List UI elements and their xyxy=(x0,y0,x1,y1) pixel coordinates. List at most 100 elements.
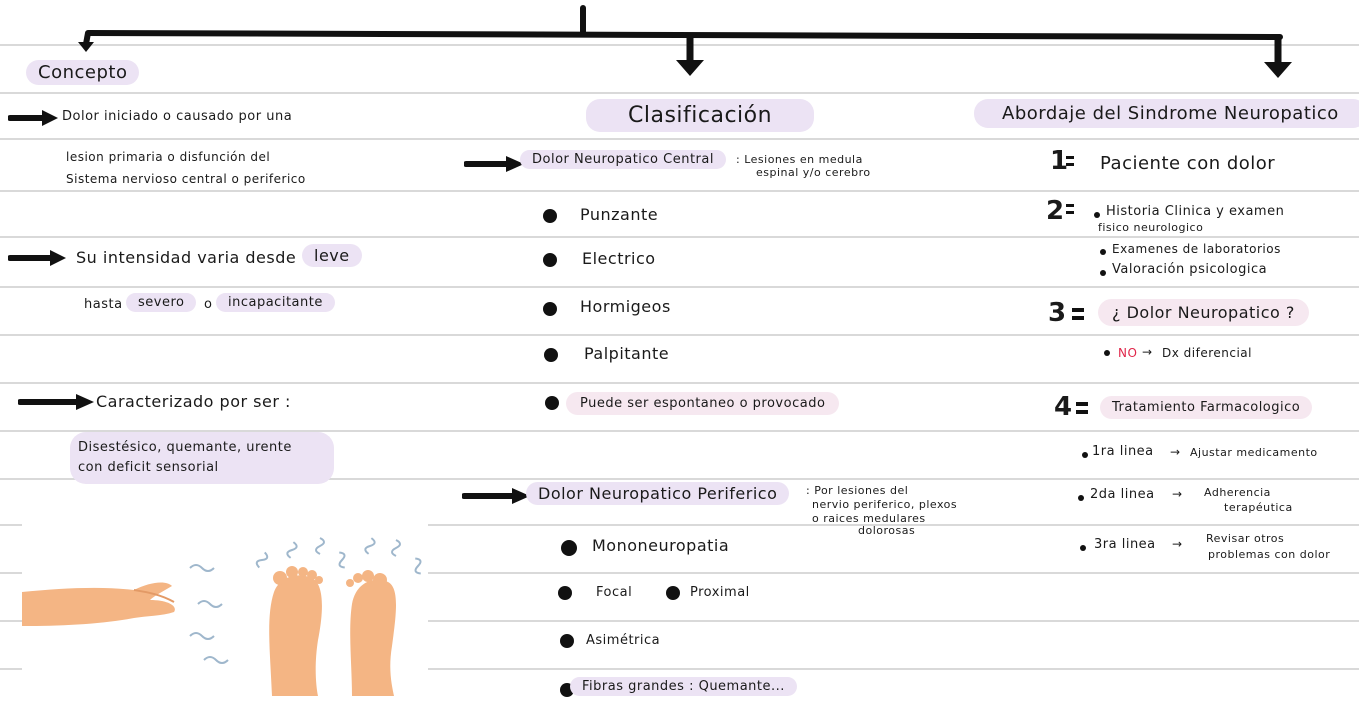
bullet-dot xyxy=(544,348,558,362)
neuropathic-feet-hand-illustration xyxy=(22,520,428,696)
step-number: 2 xyxy=(1046,196,1065,226)
step2-c: Valoración psicologica xyxy=(1112,262,1268,277)
arrow-icon xyxy=(464,156,524,172)
periferico-item: Fibras grandes : Quemante... xyxy=(570,677,797,696)
bullet-dot xyxy=(560,634,574,648)
arrow-right-icon: → xyxy=(1142,345,1153,359)
bullet-dot xyxy=(561,540,577,556)
periferico-desc-1: : Por lesiones del xyxy=(806,484,909,497)
periferico-desc-4: dolorosas xyxy=(858,524,916,537)
ruled-line xyxy=(0,334,1359,336)
linea-1: 1ra linea xyxy=(1092,444,1154,459)
arrow-right-icon: → xyxy=(1172,487,1183,501)
step-dash-icon xyxy=(1076,402,1088,406)
bullet-dot xyxy=(543,253,557,267)
step-dash-icon xyxy=(1066,204,1074,207)
ruled-line xyxy=(0,668,1359,670)
step-number: 3 xyxy=(1048,298,1067,328)
connector-tree xyxy=(78,5,1292,78)
step2-b: Examenes de laboratorios xyxy=(1112,242,1281,256)
concepto-item2-leve: leve xyxy=(302,244,362,267)
linea-3: 3ra linea xyxy=(1094,537,1156,552)
arrow-icon xyxy=(462,488,530,504)
central-item: Electrico xyxy=(582,249,656,268)
ruled-line xyxy=(0,92,1359,94)
central-item: Hormigeos xyxy=(580,297,671,316)
linea-2: 2da linea xyxy=(1090,487,1155,502)
arrow-icon xyxy=(18,394,94,410)
ruled-line xyxy=(0,524,1359,526)
bullet-dot xyxy=(1100,249,1106,255)
step-dash-icon xyxy=(1066,156,1074,159)
bullet-dot xyxy=(1100,270,1106,276)
bullet-dot xyxy=(1082,452,1088,458)
periferico-label: Dolor Neuropatico Periferico xyxy=(526,482,790,505)
central-label: Dolor Neuropatico Central xyxy=(520,150,726,169)
concepto-item3-highlight xyxy=(70,432,334,484)
bullet-dot xyxy=(1078,495,1084,501)
clasificacion-title: Clasificación xyxy=(586,99,815,132)
central-item: Punzante xyxy=(580,205,659,224)
step2-a1: Historia Clinica y examen xyxy=(1106,204,1285,219)
ruled-line xyxy=(0,44,1359,46)
ruled-line xyxy=(0,286,1359,288)
step-dash-icon xyxy=(1066,163,1074,166)
concepto-item3-line1: Caracterizado por ser : xyxy=(96,392,291,411)
linea-3-desc-1: Revisar otros xyxy=(1206,532,1285,545)
concepto-item3-line2: Disestésico, quemante, urente xyxy=(78,440,292,455)
periferico-item: Focal xyxy=(596,585,633,600)
concepto-item2-incapacitante: incapacitante xyxy=(216,293,335,312)
central-desc-1: : Lesiones en medula xyxy=(736,153,863,166)
bullet-dot xyxy=(545,396,559,410)
ruled-line xyxy=(0,620,1359,622)
ruled-line xyxy=(0,138,1359,140)
concepto-item3-line3: con deficit sensorial xyxy=(78,460,219,475)
concepto-item2-line1: Su intensidad varia desde xyxy=(76,248,297,267)
periferico-item: Proximal xyxy=(690,585,750,600)
step3-text: ¿ Dolor Neuropatico ? xyxy=(1098,299,1309,326)
step-number: 1 xyxy=(1050,146,1069,176)
central-item: Puede ser espontaneo o provocado xyxy=(566,392,840,415)
bullet-dot xyxy=(558,586,572,600)
ruled-line xyxy=(0,382,1359,384)
ruled-line xyxy=(0,236,1359,238)
bullet-dot xyxy=(1104,350,1110,356)
step2-a2: fisico neurologico xyxy=(1098,221,1204,234)
concepto-item1-line2: lesion primaria o disfunción del xyxy=(66,150,271,164)
step3-no: NO xyxy=(1118,346,1138,360)
concepto-title: Concepto xyxy=(26,60,140,85)
bullet-dot xyxy=(543,209,557,223)
step4-text: Tratamiento Farmacologico xyxy=(1100,396,1313,419)
arrow-right-icon: → xyxy=(1172,537,1183,551)
abordaje-title: Abordaje del Sindrome Neuropatico xyxy=(974,99,1359,128)
ruled-line xyxy=(0,190,1359,192)
ruled-line xyxy=(0,572,1359,574)
periferico-desc-2: nervio periferico, plexos xyxy=(812,498,958,511)
step-number: 4 xyxy=(1054,392,1073,422)
arrow-icon xyxy=(8,250,66,266)
bullet-dot xyxy=(666,586,680,600)
bullet-dot xyxy=(1094,212,1100,218)
concepto-item1-line1: Dolor iniciado o causado por una xyxy=(62,109,293,124)
step-dash-icon xyxy=(1072,316,1084,320)
step3-dx: Dx diferencial xyxy=(1162,346,1252,360)
step-dash-icon xyxy=(1076,410,1088,414)
ruled-line xyxy=(0,478,1359,480)
arrow-icon xyxy=(8,110,58,126)
central-item: Palpitante xyxy=(584,344,670,363)
arrow-right-icon: → xyxy=(1170,445,1181,459)
step-dash-icon xyxy=(1072,308,1084,312)
central-desc-2: espinal y/o cerebro xyxy=(756,166,871,179)
periferico-desc-3: o raices medulares xyxy=(812,512,926,525)
linea-2-desc-2: terapéutica xyxy=(1224,501,1293,514)
periferico-item: Asimétrica xyxy=(586,633,661,648)
bullet-dot xyxy=(543,302,557,316)
concepto-item2-o: o xyxy=(204,297,213,312)
concepto-item2-hasta: hasta xyxy=(84,297,123,312)
bullet-dot xyxy=(1080,545,1086,551)
step1-text: Paciente con dolor xyxy=(1100,153,1276,174)
linea-3-desc-2: problemas con dolor xyxy=(1208,548,1331,561)
linea-1-desc: Ajustar medicamento xyxy=(1190,446,1318,459)
step-dash-icon xyxy=(1066,211,1074,214)
concepto-item2-severo: severo xyxy=(126,293,197,312)
